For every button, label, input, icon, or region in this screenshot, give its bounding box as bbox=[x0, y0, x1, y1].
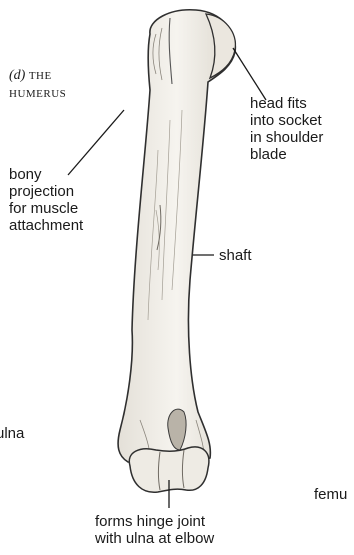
label-shaft: shaft bbox=[219, 247, 252, 264]
humerus-bone bbox=[118, 10, 235, 464]
leader-head bbox=[233, 48, 266, 100]
edge-label-left: ulna bbox=[0, 425, 24, 442]
figure-letter: (d) bbox=[9, 68, 25, 83]
figure-title-first: THE bbox=[29, 70, 52, 82]
edge-label-right: femu bbox=[314, 486, 347, 503]
label-head: head fits into socket in shoulder blade bbox=[250, 95, 323, 163]
label-hinge-joint: forms hinge joint with ulna at elbow bbox=[95, 513, 214, 547]
figure-title-second: HUMERUS bbox=[9, 86, 66, 103]
figure-caption: (d) THE HUMERUS bbox=[9, 66, 66, 103]
label-bony-projection: bony projection for muscle attachment bbox=[9, 166, 83, 234]
